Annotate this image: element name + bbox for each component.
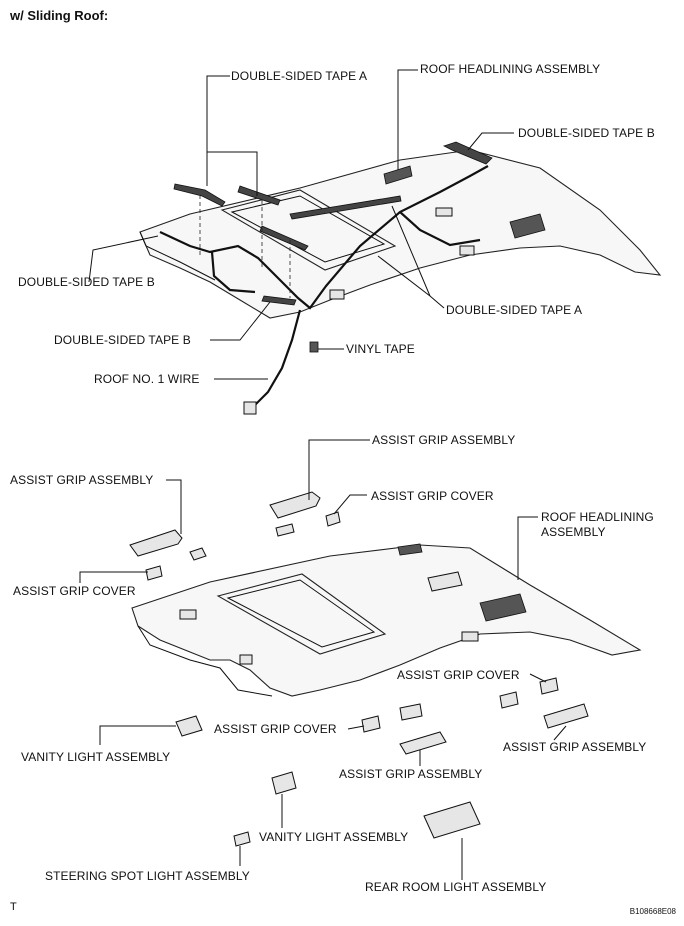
tape-a-4 <box>289 195 402 220</box>
corner-mark: T <box>10 901 17 913</box>
sunroof-opening-bottom <box>216 573 387 655</box>
leader-cover-center <box>347 725 365 730</box>
assist-grip-cover-right-part <box>539 677 559 695</box>
vinyl-tape-piece <box>309 341 319 353</box>
vent-bottom-rear <box>397 543 423 556</box>
grip-clip-center-1 <box>399 703 423 721</box>
roof-no1-wire-down <box>251 309 302 409</box>
vanity-light-left-part <box>175 715 203 737</box>
leader-cover-right <box>529 673 547 683</box>
leader-cover-top <box>333 494 367 515</box>
label-roof-no1-wire: ROOF NO. 1 WIRE <box>94 372 200 386</box>
leader-grip-right <box>553 725 567 741</box>
vent-top-rear <box>383 165 413 185</box>
label-vinyl-tape: VINYL TAPE <box>346 342 415 356</box>
headlining-outline-bottom <box>131 544 642 697</box>
leader-grip-left <box>166 479 182 534</box>
roof-no1-wire-branch-2 <box>210 251 256 294</box>
label-assist-grip-cover-right: ASSIST GRIP COVER <box>397 668 520 682</box>
tape-a-2 <box>237 185 281 206</box>
label-vanity-light-center: VANITY LIGHT ASSEMBLY <box>259 830 409 844</box>
leaders-top <box>88 69 514 380</box>
accessories <box>129 491 589 847</box>
room-light-recess <box>427 571 463 592</box>
leader-tape-b-right <box>467 132 514 151</box>
assist-grip-left <box>129 529 183 557</box>
label-steering-spot-light: STEERING SPOT LIGHT ASSEMBLY <box>45 869 250 883</box>
assist-grip-clip-top <box>275 523 295 537</box>
bracket-2 <box>329 289 345 300</box>
vanity-light-center-part <box>271 771 297 795</box>
label-assist-grip-cover-top: ASSIST GRIP COVER <box>371 489 494 503</box>
label-double-sided-tape-b-lower: DOUBLE-SIDED TAPE B <box>54 333 191 347</box>
leader-vanity-left <box>99 725 176 745</box>
vent-grille-top <box>509 213 546 239</box>
leaders-bottom <box>79 439 567 880</box>
page-title: w/ Sliding Roof: <box>10 8 109 23</box>
rear-room-light-part <box>423 801 481 839</box>
roof-no1-wire-main <box>159 165 489 310</box>
assist-grip-center <box>399 731 447 755</box>
leader-grip-top <box>308 439 370 500</box>
figure-code: B108668E08 <box>629 907 676 916</box>
label-double-sided-tape-b-right: DOUBLE-SIDED TAPE B <box>518 126 655 140</box>
label-roof-headlining-top: ROOF HEADLINING ASSEMBLY <box>420 62 601 76</box>
leader-tape-b-lower <box>210 301 271 341</box>
assist-grip-top <box>269 491 321 519</box>
assist-grip-cover-center-part <box>361 715 381 733</box>
leader-tape-a-top-2 <box>207 151 258 196</box>
label-assist-grip-cover-left: ASSIST GRIP COVER <box>13 584 136 598</box>
leader-headlining-top <box>397 69 418 170</box>
vent-grille-bottom <box>479 593 527 622</box>
tape-b-1 <box>442 141 493 165</box>
label-double-sided-tape-b-left: DOUBLE-SIDED TAPE B <box>18 275 155 289</box>
tape-b-2 <box>261 295 297 306</box>
label-double-sided-tape-a-top: DOUBLE-SIDED TAPE A <box>231 69 368 83</box>
grip-mount-right <box>461 631 479 642</box>
bracket-3 <box>435 207 453 217</box>
leader-tape-a-top <box>206 75 230 152</box>
grip-clip-center-2 <box>499 691 519 709</box>
roof-no1-wire-branch-1 <box>399 211 481 247</box>
sunroof-inner-bottom <box>226 579 376 648</box>
tape-a-1 <box>173 183 226 207</box>
wire-connector-end <box>243 401 257 415</box>
tape-a-3 <box>259 225 309 251</box>
leader-tape-a-mid-2 <box>391 205 431 297</box>
leader-cover-left <box>79 571 148 583</box>
label-rear-room-light: REAR ROOM LIGHT ASSEMBLY <box>365 880 547 894</box>
roof-headlining-bottom-drawing <box>131 543 642 697</box>
leader-tape-b-left <box>88 235 159 283</box>
label-vanity-light-left: VANITY LIGHT ASSEMBLY <box>21 750 171 764</box>
label-assist-grip-assembly-center: ASSIST GRIP ASSEMBLY <box>339 767 483 781</box>
grip-mount-left <box>179 609 197 620</box>
label-assist-grip-cover-center: ASSIST GRIP COVER <box>214 722 337 736</box>
steering-spot-light-part <box>233 831 251 847</box>
roof-headlining-top-drawing <box>139 141 662 415</box>
assist-grip-right <box>543 703 589 729</box>
sunroof-opening-top <box>220 189 397 271</box>
visor-mount <box>239 654 253 665</box>
label-assist-grip-assembly-right: ASSIST GRIP ASSEMBLY <box>503 740 647 754</box>
headlining-bottom-edge <box>137 625 273 697</box>
label-roof-headlining-bottom-1: ROOF HEADLINING <box>541 510 654 524</box>
label-assist-grip-assembly-top: ASSIST GRIP ASSEMBLY <box>372 433 516 447</box>
assist-grip-cover-top-part <box>325 511 341 527</box>
label-double-sided-tape-a-mid: DOUBLE-SIDED TAPE A <box>446 303 583 317</box>
assist-grip-cover-left-part <box>189 547 207 561</box>
label-assist-grip-assembly-left: ASSIST GRIP ASSEMBLY <box>10 473 154 487</box>
leader-headlining-bottom <box>517 516 538 580</box>
assist-grip-cover-left2 <box>145 565 163 581</box>
bracket-1 <box>459 245 475 256</box>
label-roof-headlining-bottom-2: ASSEMBLY <box>541 525 606 539</box>
